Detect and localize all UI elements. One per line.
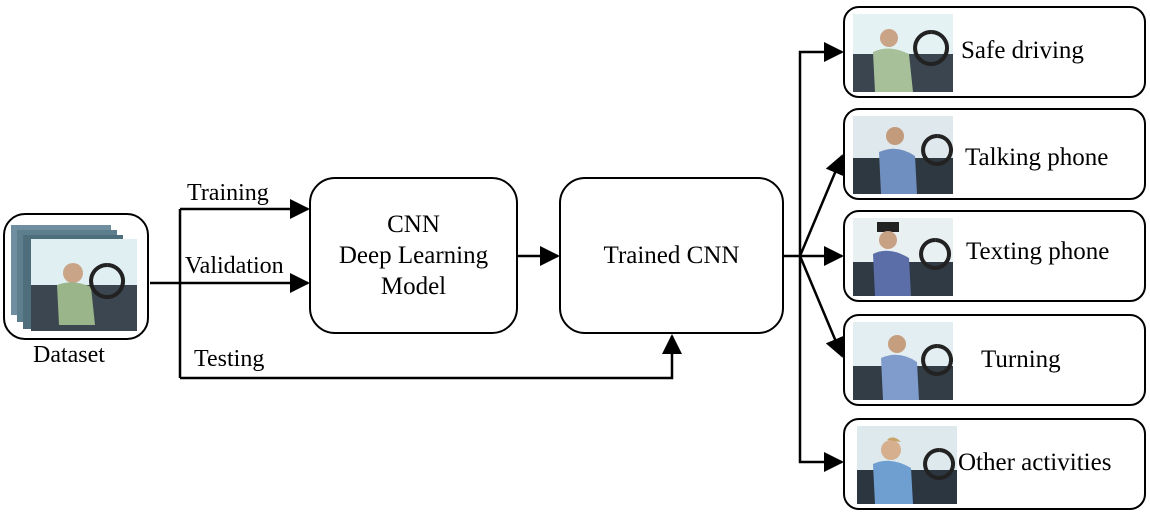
testing-arrow — [180, 334, 682, 380]
driver-safe-driving-photo — [853, 14, 953, 92]
arrow-other-activities — [798, 256, 844, 472]
driver-texting-phone-photo — [853, 218, 953, 296]
arrow-turning — [798, 255, 845, 358]
dataset-box — [3, 213, 149, 340]
output-box-turning — [843, 314, 1146, 406]
arrow-talking-phone — [798, 154, 845, 257]
stacked-driver-images-icon — [11, 225, 143, 333]
output-label-other-activities: Other activities — [958, 449, 1112, 476]
output-box-texting-phone — [843, 210, 1146, 302]
testing-label: Testing — [194, 346, 265, 372]
output-label-talking-phone: Talking phone — [965, 144, 1109, 171]
model-line-2: Deep Learning — [338, 241, 489, 269]
output-label-texting-phone: Texting phone — [966, 238, 1110, 265]
training-label: Training — [187, 180, 269, 206]
trained-cnn-box: Trained CNN — [559, 177, 784, 334]
cnn-model-box: CNN Deep Learning Model — [309, 177, 518, 334]
arrow-safe-driving — [798, 42, 844, 256]
output-box-safe-driving — [843, 6, 1146, 98]
model-line-3: Model — [380, 273, 447, 301]
output-label-safe-driving: Safe driving — [961, 37, 1084, 64]
dataset-label: Dataset — [33, 342, 105, 368]
output-box-other-activities — [843, 418, 1146, 510]
validation-label: Validation — [185, 253, 284, 279]
driver-talking-phone-photo — [853, 116, 953, 194]
output-box-talking-phone — [843, 108, 1146, 200]
trained-cnn-label: Trained CNN — [603, 241, 740, 269]
model-line-1: CNN — [387, 210, 440, 238]
output-label-turning: Turning — [981, 346, 1061, 373]
driver-other-activities-photo — [857, 426, 957, 504]
driver-turning-photo — [853, 322, 953, 400]
